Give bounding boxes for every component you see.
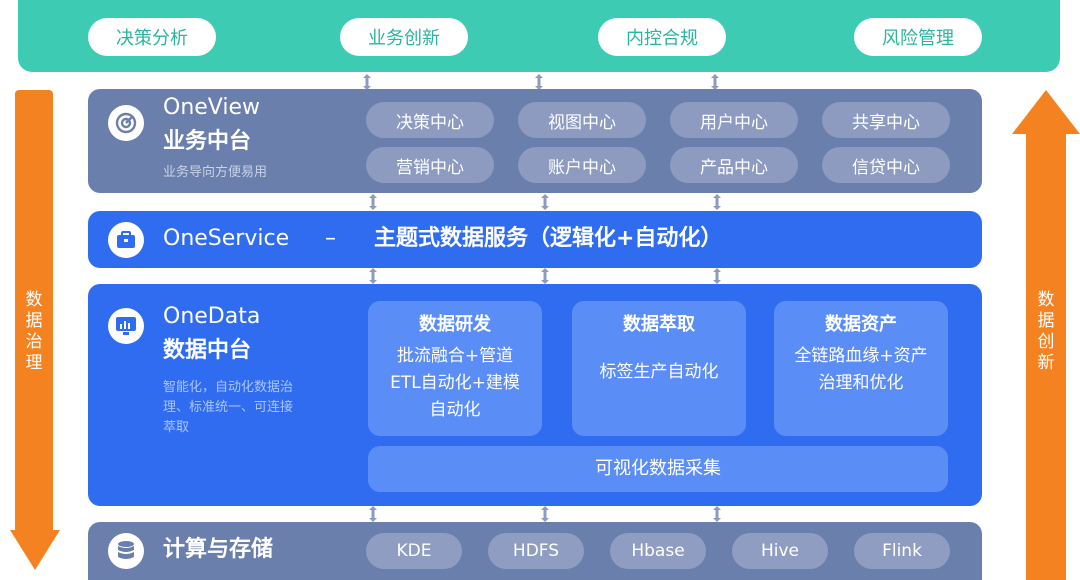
bidirectional-arrow-icon bbox=[535, 74, 543, 90]
bidirectional-arrow-icon bbox=[541, 268, 549, 284]
card-data-development[interactable]: 数据研发 批流融合+管道 ETL自动化+建模 自动化 bbox=[368, 301, 542, 436]
top-application-bar: 决策分析 业务创新 内控合规 风险管理 bbox=[18, 0, 1060, 72]
bidirectional-arrow-icon bbox=[363, 74, 371, 90]
bidirectional-arrow-icon bbox=[541, 506, 549, 522]
storage-item-hive[interactable]: Hive bbox=[732, 533, 828, 569]
compute-storage-layer: 计算与存储 KDE HDFS Hbase Hive Flink bbox=[88, 522, 982, 580]
center-marketing[interactable]: 营销中心 bbox=[366, 147, 494, 183]
card-title: 数据萃取 bbox=[623, 314, 695, 335]
arrow-up-head-icon bbox=[1012, 90, 1080, 134]
database-icon bbox=[108, 533, 144, 569]
card-title: 数据研发 bbox=[419, 314, 491, 335]
top-item-decision-analysis[interactable]: 决策分析 bbox=[88, 18, 216, 56]
left-arrow-char: 数 bbox=[25, 290, 43, 310]
card-data-extraction[interactable]: 数据萃取 标签生产自动化 bbox=[572, 301, 746, 436]
arrow-down-head-icon bbox=[10, 530, 60, 570]
center-user[interactable]: 用户中心 bbox=[670, 102, 798, 138]
onedata-subtitle-line: 理、标准统一、可连接 bbox=[163, 400, 294, 415]
top-item-risk-management[interactable]: 风险管理 bbox=[854, 18, 982, 56]
oneservice-title: OneService bbox=[163, 226, 290, 251]
card-line: 自动化 bbox=[429, 400, 481, 420]
bidirectional-arrow-icon bbox=[713, 194, 721, 210]
center-account[interactable]: 账户中心 bbox=[518, 147, 646, 183]
card-data-assets[interactable]: 数据资产 全链路血缘+资产 治理和优化 bbox=[774, 301, 948, 436]
bidirectional-arrow-icon bbox=[713, 506, 721, 522]
bidirectional-arrow-icon bbox=[369, 194, 377, 210]
card-line: 治理和优化 bbox=[818, 373, 904, 393]
card-line: 批流融合+管道 bbox=[396, 346, 514, 366]
center-decision[interactable]: 决策中心 bbox=[366, 102, 494, 138]
center-share[interactable]: 共享中心 bbox=[822, 102, 950, 138]
center-view[interactable]: 视图中心 bbox=[518, 102, 646, 138]
center-product[interactable]: 产品中心 bbox=[670, 147, 798, 183]
onedata-layer: OneData 数据中台 智能化，自动化数据治 理、标准统一、可连接 萃取 数据… bbox=[88, 284, 982, 506]
bidirectional-arrow-icon bbox=[369, 506, 377, 522]
right-arrow-char: 据 bbox=[1037, 311, 1055, 331]
oneview-title-cn: 业务中台 bbox=[163, 129, 252, 154]
toolbox-icon bbox=[108, 222, 144, 258]
target-icon bbox=[108, 105, 144, 141]
onedata-title-cn: 数据中台 bbox=[163, 338, 252, 363]
onedata-title-en: OneData bbox=[163, 304, 261, 329]
left-governance-arrow: 数 据 治 理 bbox=[10, 90, 60, 580]
oneservice-description: 主题式数据服务（逻辑化+自动化） bbox=[374, 226, 723, 251]
oneservice-layer: OneService – 主题式数据服务（逻辑化+自动化） bbox=[88, 211, 982, 268]
visual-data-collection[interactable]: 可视化数据采集 bbox=[368, 446, 948, 492]
right-arrow-char: 数 bbox=[1037, 290, 1055, 310]
bidirectional-arrow-icon bbox=[369, 268, 377, 284]
top-item-internal-compliance[interactable]: 内控合规 bbox=[598, 18, 726, 56]
oneview-layer: OneView 业务中台 业务导向方便易用 决策中心 视图中心 用户中心 共享中… bbox=[88, 89, 982, 193]
center-credit[interactable]: 信贷中心 bbox=[822, 147, 950, 183]
oneview-title-en: OneView bbox=[163, 95, 261, 120]
right-arrow-char: 创 bbox=[1037, 332, 1055, 352]
chart-screen-icon bbox=[108, 308, 144, 344]
card-line: 全链路血缘+资产 bbox=[794, 346, 928, 366]
top-item-business-innovation[interactable]: 业务创新 bbox=[340, 18, 468, 56]
card-line: ETL自动化+建模 bbox=[390, 373, 520, 393]
bidirectional-arrow-icon bbox=[713, 268, 721, 284]
left-arrow-char: 治 bbox=[25, 332, 43, 352]
storage-item-hdfs[interactable]: HDFS bbox=[488, 533, 584, 569]
storage-item-hbase[interactable]: Hbase bbox=[610, 533, 706, 569]
oneview-subtitle: 业务导向方便易用 bbox=[163, 165, 268, 180]
storage-item-flink[interactable]: Flink bbox=[854, 533, 950, 569]
onedata-subtitle-line: 智能化，自动化数据治 bbox=[163, 380, 294, 395]
left-arrow-char: 据 bbox=[25, 311, 43, 331]
onedata-subtitle-line: 萃取 bbox=[163, 420, 190, 435]
storage-title: 计算与存储 bbox=[163, 537, 274, 562]
card-line: 标签生产自动化 bbox=[599, 362, 719, 382]
right-arrow-char: 新 bbox=[1037, 353, 1055, 373]
bidirectional-arrow-icon bbox=[711, 74, 719, 90]
bidirectional-arrow-icon bbox=[541, 194, 549, 210]
storage-item-kde[interactable]: KDE bbox=[366, 533, 462, 569]
oneservice-dash: – bbox=[325, 226, 336, 251]
left-arrow-char: 理 bbox=[25, 353, 43, 373]
right-innovation-arrow: 数 据 创 新 bbox=[1012, 90, 1080, 580]
card-title: 数据资产 bbox=[825, 314, 897, 335]
